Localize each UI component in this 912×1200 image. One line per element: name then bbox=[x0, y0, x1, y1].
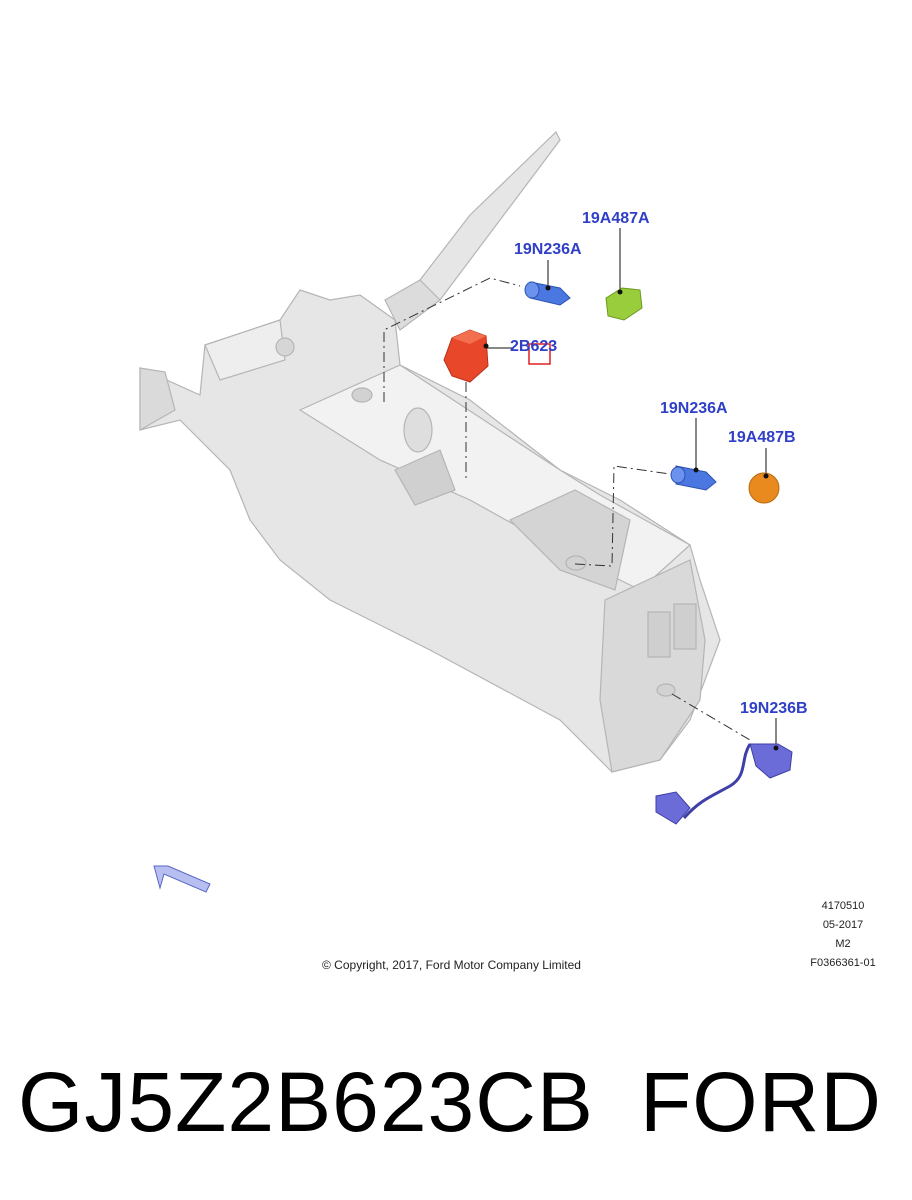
callout-leaders bbox=[486, 228, 777, 748]
part-2b623-red-switch bbox=[443, 329, 489, 383]
callout-2b623: 2B623 bbox=[510, 338, 558, 355]
callout-19a487a: 19A487A bbox=[582, 210, 650, 227]
diagram-model-code: M2 bbox=[835, 938, 851, 950]
brand-name: FORD bbox=[640, 1055, 882, 1149]
callout-19n236a-lower: 19N236A bbox=[660, 400, 728, 417]
callout-19n236b: 19N236B bbox=[740, 700, 808, 717]
callout-19n236a-upper: 19N236A bbox=[514, 241, 582, 258]
highlight-box bbox=[528, 343, 551, 365]
part-19a487a-green-cap bbox=[605, 287, 643, 321]
exploded-parts-diagram bbox=[139, 131, 793, 893]
part-19n236a-lower-blue-socket bbox=[670, 465, 717, 491]
part-19n236b-usb-port-with-cable bbox=[655, 743, 793, 825]
copyright-notice: © Copyright, 2017, Ford Motor Company Li… bbox=[322, 958, 581, 972]
callout-19a487b: 19A487B bbox=[728, 429, 796, 446]
diagram-ref-number: 4170510 bbox=[821, 900, 865, 912]
assembly-lines bbox=[383, 277, 751, 741]
part-19n236a-upper-blue-socket bbox=[524, 281, 571, 306]
center-console bbox=[139, 131, 721, 773]
diagram-figure-id: F0366361-01 bbox=[810, 957, 876, 969]
view-direction-arrow bbox=[153, 865, 211, 893]
part-19a487b-orange-cap bbox=[748, 472, 780, 504]
part-number-title: GJ5Z2B623CB bbox=[18, 1055, 594, 1149]
diagram-date: 05-2017 bbox=[822, 919, 864, 931]
